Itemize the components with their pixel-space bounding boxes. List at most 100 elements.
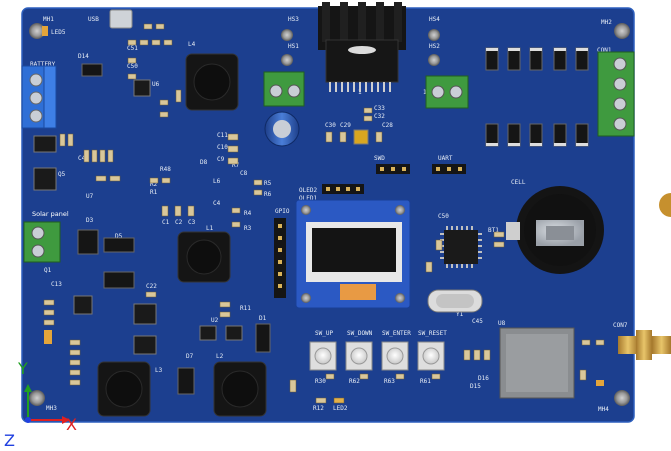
label-bt1: BT1 [488,227,499,234]
label-d5: D5 [115,233,123,240]
label-c51: C51 [127,45,138,52]
label-con1: CON1 [597,47,612,54]
label-d3: D3 [86,217,94,224]
label-pin1: 1 [358,89,362,96]
label-l6: L6 [213,178,221,185]
label-c8: C8 [240,170,248,177]
label-y1: Y1 [456,311,464,318]
label-q5: Q5 [58,171,66,178]
solar-terminal [23,221,61,263]
axis-z-label: Z [4,431,15,450]
terminal-top-left [263,71,305,107]
label-c33: C33 [374,105,385,112]
label-sw-enter: SW_ENTER [382,330,411,337]
label-c50: C50 [127,63,138,70]
label-q1: Q1 [44,267,52,274]
label-u7: U7 [86,193,94,200]
label-sw-up: SW_UP [315,330,333,337]
label-swd: SWD [374,155,385,162]
axes-triad: X Y Z [4,359,77,450]
label-c9: C9 [217,156,225,163]
label-c29: C29 [340,122,351,129]
label-mh2: MH2 [601,19,612,26]
tactile-buttons [309,341,445,371]
label-d1: D1 [259,315,267,322]
label-l3: L3 [155,367,163,374]
label-r1: R1 [150,189,158,196]
label-r63: R63 [384,378,395,385]
label-oled1: OLED1 [299,195,317,202]
label-d15: D15 [470,383,481,390]
label-c10: C10 [217,144,228,151]
label-r5: R5 [264,180,272,187]
label-c4: C4 [213,200,221,207]
label-l4: L4 [188,41,196,48]
label-d16: D16 [478,375,489,382]
label-u8: U8 [498,320,506,327]
label-d7: D7 [186,353,194,360]
label-cell: CELL [511,179,526,186]
label-sw-reset: SW_RESET [418,330,447,337]
passives [43,23,605,404]
axis-x-label: X [66,415,77,434]
crystal [427,289,483,313]
label-solar-panel: Solar panel [32,210,69,218]
pin-headers [274,164,466,298]
label-uart: UART [438,155,453,162]
label-gpio: GPIO [275,208,290,215]
edge-object [659,193,671,217]
label-c1: C1 [162,219,170,226]
label-hs4: HS4 [429,16,440,23]
heatsink-regulator [318,2,406,92]
label-hs1: HS1 [288,43,299,50]
label-r62: R62 [349,378,360,385]
label-usb: USB [88,16,99,23]
battery-terminal [21,65,57,129]
label-c3: C3 [188,219,196,226]
label-d14: D14 [78,53,89,60]
label-r2: R2 [150,181,158,188]
label-led2: LED2 [333,405,348,412]
label-battery: BATTERY [30,61,56,68]
label-d8: D8 [200,159,208,166]
label-hs3: HS3 [288,16,299,23]
electrolytic-capacitor [264,111,300,147]
label-hs2: HS2 [429,43,440,50]
label-r48: R48 [160,166,171,173]
rf-module [499,327,575,399]
label-l1: L1 [206,225,214,232]
label-mh3: MH3 [46,405,57,412]
small-ics [33,79,369,355]
axis-y-label: Y [17,359,28,378]
label-r4: R4 [244,210,252,217]
label-c45: C45 [472,318,483,325]
label-r30: R30 [315,378,326,385]
label-c2: C2 [175,219,183,226]
label-oled2: OLED2 [299,187,317,194]
label-r7: R7 [232,162,240,169]
usb-connector [109,9,133,29]
label-r12: R12 [313,405,324,412]
terminal-top-right [425,75,469,109]
mcu-chip [440,226,482,268]
label-c28: C28 [382,122,393,129]
label-r11: R11 [240,305,251,312]
label-c30: C30 [325,122,336,129]
sma-connector [618,330,671,360]
label-c22: C22 [146,283,157,290]
label-con7: CON7 [613,322,628,329]
label-r6: R6 [264,191,272,198]
label-sw-down: SW_DOWN [347,330,373,337]
con1-terminal [597,51,635,137]
label-u2: U2 [211,317,219,324]
oled-module [295,199,411,309]
label-c50b: C50 [438,213,449,220]
label-r3: R3 [244,225,252,232]
label-led5: LED5 [51,29,66,36]
leds [42,26,604,386]
label-c13: C13 [51,281,62,288]
coin-cell-holder [506,186,604,274]
label-mh4: MH4 [598,406,609,413]
label-l2: L2 [216,353,224,360]
